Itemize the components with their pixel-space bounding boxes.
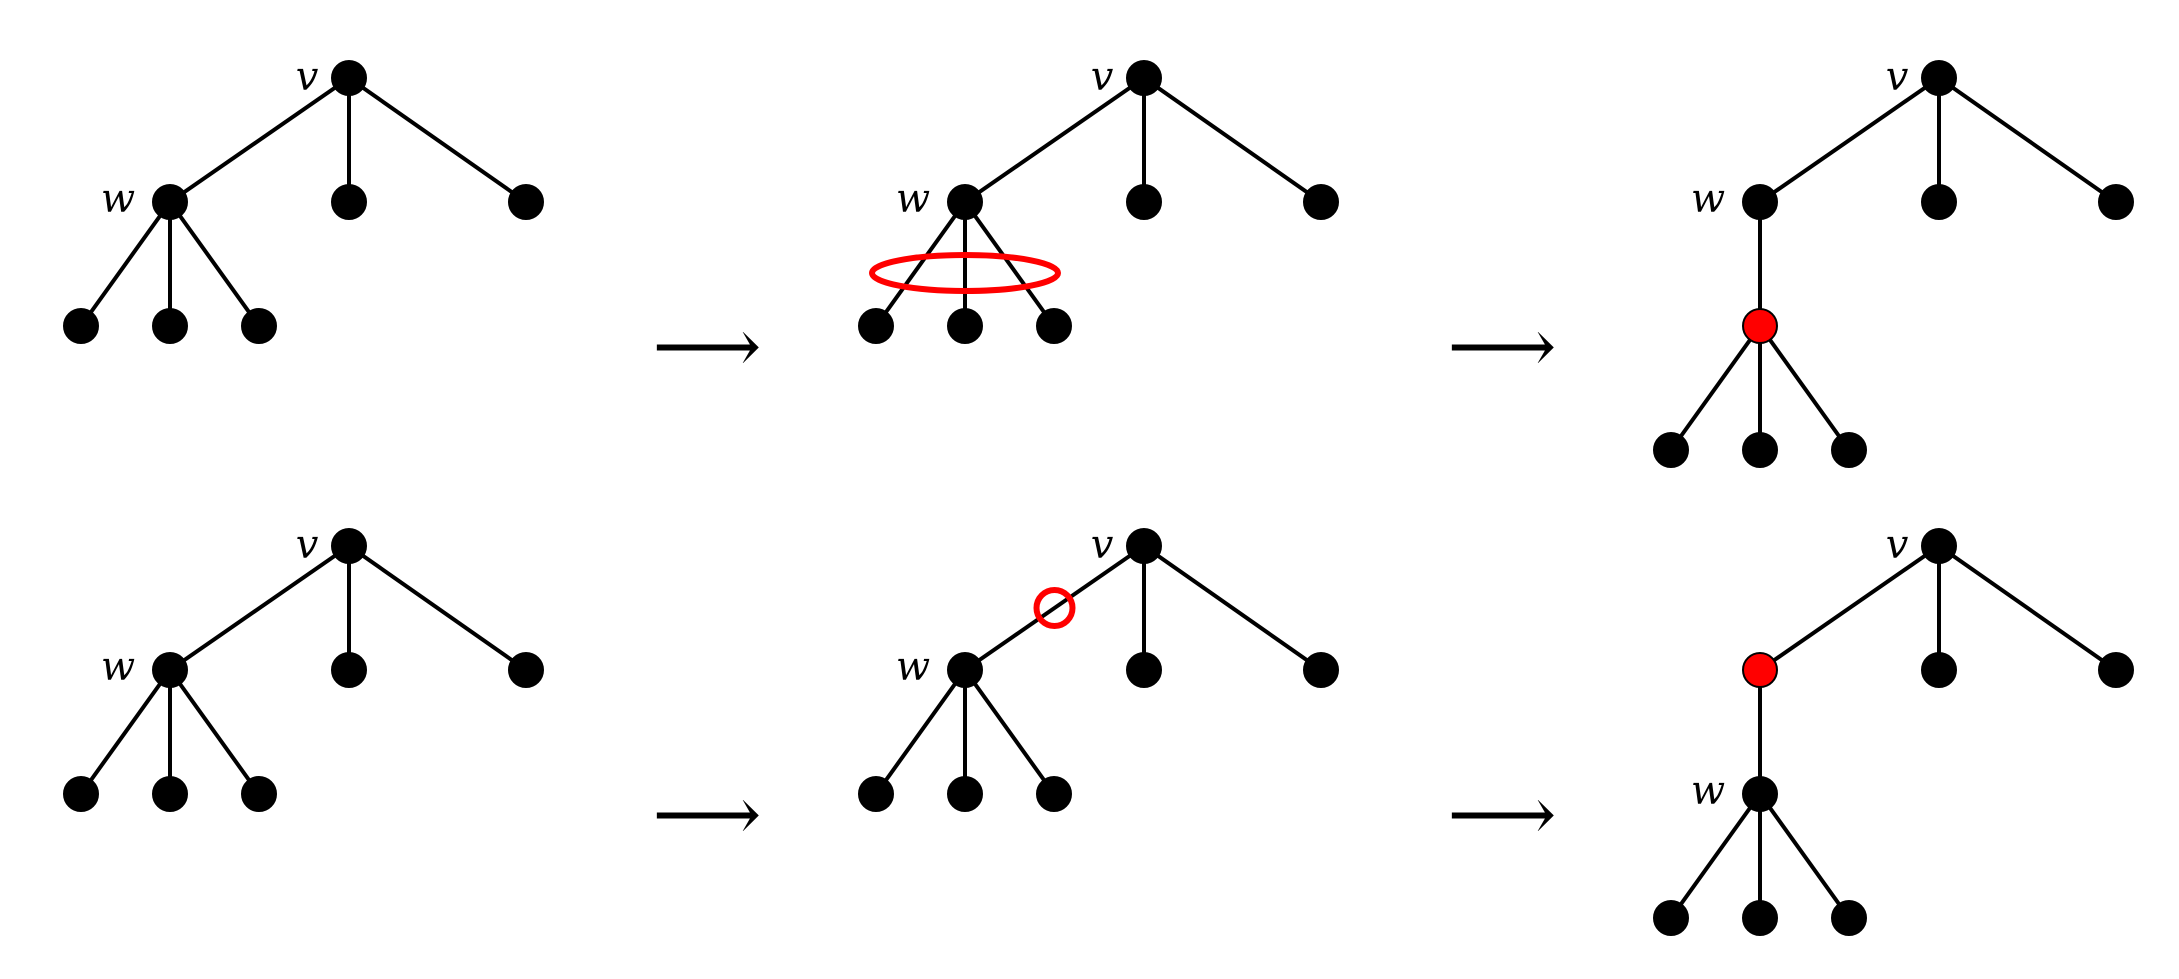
node-leaf-3 — [241, 308, 277, 344]
edge-to-leaf-3 — [963, 200, 1056, 328]
node-leaf-3 — [241, 776, 277, 812]
node-right-child — [508, 184, 544, 220]
node-w — [947, 652, 983, 688]
node-v — [1921, 528, 1957, 564]
label-v: v — [296, 54, 319, 100]
edge-v-right-child — [1937, 544, 2118, 672]
edge-to-leaf-1 — [79, 200, 172, 328]
node-leaf-2 — [1742, 432, 1778, 468]
node-leaf-2 — [152, 308, 188, 344]
label-w: w — [896, 176, 930, 222]
edge-v-w — [1758, 544, 1941, 672]
tree-step-3: vw — [1653, 54, 2134, 468]
node-leaf-3 — [1831, 900, 1867, 936]
label-w: w — [101, 644, 135, 690]
node-leaf-3 — [1831, 432, 1867, 468]
edge-subdivision-row: vw⟶vw⟶vw — [63, 522, 2134, 936]
edge-v-right-child — [347, 76, 528, 204]
node-w — [1742, 184, 1778, 220]
node-right-child — [1303, 652, 1339, 688]
edge-v-w — [963, 544, 1146, 672]
node-leaf-1 — [858, 308, 894, 344]
node-w — [152, 184, 188, 220]
node-w — [947, 184, 983, 220]
node-leaf-1 — [1653, 432, 1689, 468]
node-right-child — [508, 652, 544, 688]
edge-to-leaf-1 — [79, 668, 172, 796]
node-v — [331, 528, 367, 564]
node-new-highlighted — [1742, 308, 1778, 344]
tree-step-2: vw — [858, 522, 1339, 812]
transition-arrow-icon: ⟶ — [653, 301, 762, 390]
edge-v-right-child — [1142, 76, 1323, 204]
edge-to-leaf-3 — [1758, 324, 1851, 452]
edge-to-leaf-3 — [168, 668, 261, 796]
label-v: v — [1091, 522, 1114, 568]
edge-v-right-child — [1142, 544, 1323, 672]
edge-v-w — [168, 544, 351, 672]
node-leaf-2 — [947, 308, 983, 344]
node-leaf-1 — [1653, 900, 1689, 936]
node-v — [1126, 60, 1162, 96]
edge-to-leaf-3 — [1758, 792, 1851, 920]
edge-contraction-row: vw⟶vw⟶vw — [63, 54, 2134, 468]
edge-v-right-child — [1937, 76, 2118, 204]
node-right-child — [2098, 652, 2134, 688]
node-leaf-1 — [858, 776, 894, 812]
label-w: w — [896, 644, 930, 690]
node-middle-child — [1126, 184, 1162, 220]
node-middle-child — [1921, 184, 1957, 220]
node-w — [1742, 776, 1778, 812]
node-middle-child — [1126, 652, 1162, 688]
node-leaf-3 — [1036, 776, 1072, 812]
node-leaf-1 — [63, 776, 99, 812]
edge-v-w — [168, 76, 351, 204]
transition-arrow-icon: ⟶ — [1448, 301, 1557, 390]
label-w: w — [101, 176, 135, 222]
edge-to-leaf-1 — [1669, 324, 1762, 452]
edge-v-w — [1758, 76, 1941, 204]
label-v: v — [1886, 54, 1909, 100]
label-v: v — [1886, 522, 1909, 568]
node-v — [1921, 60, 1957, 96]
label-v: v — [1091, 54, 1114, 100]
tree-step-3: vw — [1653, 522, 2134, 936]
edge-to-leaf-3 — [963, 668, 1056, 796]
transition-arrow-icon: ⟶ — [1448, 769, 1557, 858]
transition-arrow-icon: ⟶ — [653, 769, 762, 858]
node-middle-child — [331, 184, 367, 220]
node-middle-child — [331, 652, 367, 688]
edge-to-leaf-3 — [168, 200, 261, 328]
node-leaf-2 — [152, 776, 188, 812]
edge-v-w — [963, 76, 1146, 204]
node-leaf-1 — [63, 308, 99, 344]
node-right-child — [1303, 184, 1339, 220]
node-v — [331, 60, 367, 96]
label-v: v — [296, 522, 319, 568]
tree-step-1: vw — [63, 54, 544, 344]
label-w: w — [1691, 176, 1725, 222]
tree-step-1: vw — [63, 522, 544, 812]
label-w: w — [1691, 768, 1725, 814]
node-leaf-2 — [947, 776, 983, 812]
node-leaf-3 — [1036, 308, 1072, 344]
node-w — [152, 652, 188, 688]
edge-to-leaf-1 — [1669, 792, 1762, 920]
node-middle-child — [1921, 652, 1957, 688]
edge-to-leaf-1 — [874, 200, 967, 328]
tree-step-2: vw — [858, 54, 1339, 344]
edge-v-right-child — [347, 544, 528, 672]
node-right-child — [2098, 184, 2134, 220]
node-v — [1126, 528, 1162, 564]
node-leaf-2 — [1742, 900, 1778, 936]
node-new-highlighted — [1742, 652, 1778, 688]
subdivision-marker-circle — [1033, 587, 1076, 629]
edge-to-leaf-1 — [874, 668, 967, 796]
contraction-marker-ellipse — [869, 252, 1061, 294]
